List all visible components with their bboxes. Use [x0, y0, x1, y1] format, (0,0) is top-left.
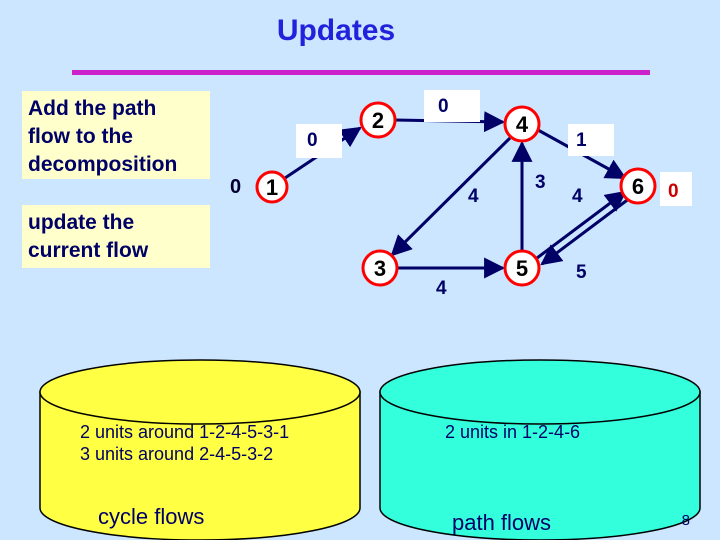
node-label: 3 — [374, 256, 386, 281]
edge-flow-3-5: 4 — [436, 278, 447, 299]
cycle-flow-line-1: 2 units around 1-2-4-5-3-1 — [80, 422, 289, 442]
node-flow-bg-6 — [660, 172, 692, 206]
node-4: 4 — [503, 105, 541, 143]
path-flow-line-1: 2 units in 1-2-4-6 — [445, 422, 580, 442]
page-title: Updates — [276, 14, 396, 47]
edge-label-bg-1-2 — [296, 124, 342, 158]
edge-flow-4-3: 4 — [468, 186, 479, 207]
edge-label-bg-2-4 — [424, 90, 480, 122]
edge-flow-5-6: 4 — [572, 186, 583, 207]
node-label: 1 — [266, 175, 278, 200]
node-label: 5 — [516, 256, 528, 281]
cylinder-top — [39, 359, 361, 425]
edge-flow-2-4: 0 — [438, 96, 449, 117]
cycle-flows-label: cycle flows — [98, 504, 204, 529]
node-6: 6 — [619, 167, 657, 205]
edge-6-5 — [540, 196, 631, 266]
edge-flow-1-2: 0 — [307, 130, 318, 151]
node-2: 2 — [359, 101, 397, 139]
update-flow-note: update the current flow — [22, 205, 210, 268]
page-number: 8 — [681, 512, 690, 529]
cycle-flows-store: 2 units around 1-2-4-5-3-1 3 units aroun… — [39, 359, 361, 540]
edge-flow-6-5: 5 — [576, 262, 587, 283]
cylinder-top — [379, 359, 701, 425]
node-flow-1: 0 — [230, 176, 241, 198]
edge-flow-5-4: 3 — [535, 172, 546, 193]
node-label: 4 — [516, 112, 529, 137]
node-label: 6 — [632, 174, 644, 199]
edge-flow-4-6: 1 — [576, 130, 587, 151]
node-3: 3 — [361, 249, 399, 287]
title-underline — [72, 70, 650, 75]
add-path-note: Add the path flow to the decomposition — [22, 91, 210, 179]
path-flows-label: path flows — [452, 510, 551, 535]
node-flow-6: 0 — [668, 181, 679, 202]
cycle-flow-line-2: 3 units around 2-4-5-3-2 — [80, 444, 273, 464]
node-1: 1 — [255, 170, 289, 204]
edge-label-bg-4-6 — [568, 124, 614, 156]
node-label: 2 — [372, 108, 384, 133]
node-5: 5 — [503, 249, 541, 287]
edge-4-3 — [390, 136, 512, 257]
path-flows-store: 2 units in 1-2-4-6 path flows — [379, 359, 701, 540]
